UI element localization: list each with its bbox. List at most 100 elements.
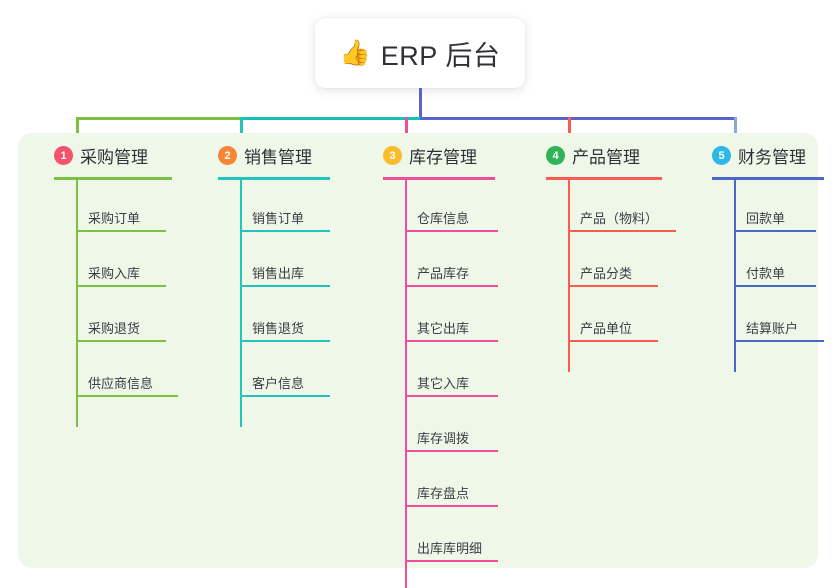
leaf-item[interactable]: 产品库存	[405, 257, 498, 287]
thumbs-up-icon: 👍	[339, 38, 371, 67]
column-number-badge: 4	[546, 146, 565, 165]
column-heading-rule	[54, 177, 172, 180]
leaf-item-rule	[240, 395, 330, 397]
leaf-item-label: 客户信息	[252, 376, 305, 391]
leaf-item[interactable]: 出库库明细	[405, 532, 498, 562]
column-title: 财务管理	[738, 148, 806, 167]
leaf-item-label: 结算账户	[746, 321, 799, 336]
leaf-item[interactable]: 采购订单	[76, 202, 166, 232]
leaf-item[interactable]: 客户信息	[240, 367, 330, 397]
bus-segment-green	[76, 117, 243, 120]
leaf-item-label: 采购入库	[88, 266, 141, 281]
column-heading-1[interactable]: 1 采购管理	[54, 143, 148, 168]
leaf-item-label: 供应商信息	[88, 376, 154, 391]
column-heading-4[interactable]: 4 产品管理	[546, 143, 640, 168]
leaf-item-label: 回款单	[746, 211, 786, 226]
root-drop-line	[419, 88, 422, 120]
column-drop-line-5	[734, 117, 737, 147]
bus-segment-teal	[240, 117, 423, 120]
leaf-item[interactable]: 库存盘点	[405, 477, 498, 507]
leaf-item[interactable]: 库存调拨	[405, 422, 498, 452]
column-title: 销售管理	[244, 148, 312, 167]
leaf-item-label: 产品（物料）	[580, 211, 659, 226]
column-drop-line-2	[240, 117, 243, 147]
leaf-item[interactable]: 仓库信息	[405, 202, 498, 232]
leaf-item-label: 其它出库	[417, 321, 470, 336]
leaf-item[interactable]: 销售退货	[240, 312, 330, 342]
leaf-item[interactable]: 销售出库	[240, 257, 330, 287]
leaf-item-label: 仓库信息	[417, 211, 470, 226]
leaf-item-label: 其它入库	[417, 376, 470, 391]
leaf-item-rule	[76, 285, 166, 287]
column-title: 库存管理	[409, 148, 477, 167]
leaf-item-rule	[405, 450, 498, 452]
column-heading-rule	[218, 177, 330, 180]
leaf-item-rule	[405, 505, 498, 507]
column-stem-line	[240, 177, 242, 427]
leaf-item-label: 产品分类	[580, 266, 633, 281]
leaf-item[interactable]: 供应商信息	[76, 367, 178, 397]
leaf-item-label: 销售退货	[252, 321, 305, 336]
leaf-item-rule	[240, 230, 330, 232]
leaf-item[interactable]: 产品单位	[568, 312, 658, 342]
column-drop-line-4	[568, 117, 571, 147]
leaf-item-rule	[734, 340, 824, 342]
leaf-item-rule	[76, 395, 178, 397]
leaf-item[interactable]: 采购入库	[76, 257, 166, 287]
leaf-item[interactable]: 结算账户	[734, 312, 824, 342]
leaf-item-label: 付款单	[746, 266, 786, 281]
column-heading-rule	[712, 177, 824, 180]
leaf-item-rule	[568, 340, 658, 342]
leaf-item-label: 产品单位	[580, 321, 633, 336]
leaf-item-rule	[734, 230, 816, 232]
modules-panel: 1 采购管理采购订单采购入库采购退货供应商信息 2 销售管理销售订单销售出库销售退货客…	[18, 133, 824, 588]
column-number-badge: 3	[383, 146, 402, 165]
leaf-item-label: 库存调拨	[417, 431, 470, 446]
leaf-item[interactable]: 销售订单	[240, 202, 330, 232]
column-title: 产品管理	[572, 148, 640, 167]
leaf-item[interactable]: 产品分类	[568, 257, 658, 287]
leaf-item-rule	[405, 340, 498, 342]
column-title: 采购管理	[80, 148, 148, 167]
leaf-item-label: 采购订单	[88, 211, 141, 226]
leaf-item-rule	[405, 230, 498, 232]
leaf-item-rule	[76, 230, 166, 232]
leaf-item-rule	[568, 285, 658, 287]
column-number-badge: 1	[54, 146, 73, 165]
leaf-item[interactable]: 回款单	[734, 202, 816, 232]
leaf-item-rule	[734, 285, 816, 287]
column-heading-2[interactable]: 2 销售管理	[218, 143, 312, 168]
column-stem-line	[76, 177, 78, 427]
leaf-item-rule	[76, 340, 166, 342]
leaf-item[interactable]: 其它出库	[405, 312, 498, 342]
leaf-item[interactable]: 付款单	[734, 257, 816, 287]
root-title: ERP 后台	[380, 40, 501, 71]
column-heading-rule	[383, 177, 495, 180]
bus-segment-indigo	[420, 117, 737, 120]
leaf-item-label: 出库库明细	[417, 541, 483, 556]
column-drop-line-1	[76, 117, 79, 147]
leaf-item-rule	[568, 230, 676, 232]
root-node[interactable]: 👍 ERP 后台	[315, 18, 525, 88]
column-heading-rule	[546, 177, 662, 180]
leaf-item[interactable]: 产品（物料）	[568, 202, 676, 232]
column-number-badge: 2	[218, 146, 237, 165]
leaf-item[interactable]: 其它入库	[405, 367, 498, 397]
leaf-item-rule	[240, 285, 330, 287]
leaf-item-label: 产品库存	[417, 266, 470, 281]
column-stem-line	[734, 177, 736, 372]
leaf-item-rule	[240, 340, 330, 342]
column-stem-line	[568, 177, 570, 372]
column-heading-3[interactable]: 3 库存管理	[383, 143, 477, 168]
leaf-item-rule	[405, 285, 498, 287]
column-number-badge: 5	[712, 146, 731, 165]
column-drop-line-3	[405, 117, 408, 147]
leaf-item[interactable]: 采购退货	[76, 312, 166, 342]
leaf-item-label: 采购退货	[88, 321, 141, 336]
column-stem-line	[405, 177, 407, 588]
leaf-item-label: 销售订单	[252, 211, 305, 226]
leaf-item-label: 销售出库	[252, 266, 305, 281]
leaf-item-rule	[405, 560, 498, 562]
column-heading-5[interactable]: 5 财务管理	[712, 143, 806, 168]
